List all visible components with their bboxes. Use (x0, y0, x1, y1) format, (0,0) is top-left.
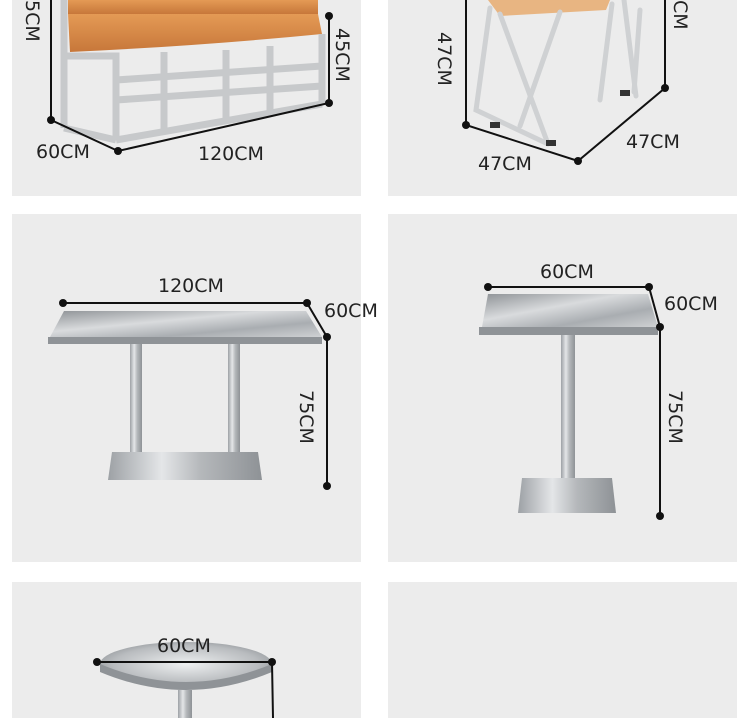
rect-table-base (108, 452, 262, 480)
dim-point (325, 99, 333, 107)
square-table-width-label: 60CM (540, 261, 594, 283)
bench-illustration: 60CM 120CM 45CM 5CM (21, 0, 353, 165)
dim-point (661, 84, 669, 92)
bench-seat (68, 14, 322, 52)
dim-point (574, 157, 582, 165)
dim-point (323, 482, 331, 490)
chair-frame (473, 0, 643, 147)
dim-point (325, 12, 333, 20)
dim-point (484, 283, 492, 291)
chair-height-label: 47CM (433, 32, 455, 86)
dim-point (47, 116, 55, 124)
dim-point (656, 512, 664, 520)
rect-table-leg (130, 344, 142, 456)
chair-foot (620, 90, 630, 96)
square-table-illustration: 60CM 60CM 75CM (479, 261, 718, 520)
dim-point (323, 333, 331, 341)
rect-table-top (50, 311, 322, 337)
dim-point (462, 121, 470, 129)
chair-seat (488, 0, 610, 16)
round-table-diameter-label: 60CM (157, 635, 211, 657)
dim-point (59, 299, 67, 307)
square-table-dimension-lines (488, 286, 661, 516)
bench-depth-label: 60CM (36, 141, 90, 163)
round-table-illustration: 60CM (93, 635, 276, 718)
bench-total-height-label: 5CM (21, 0, 43, 42)
square-table-depth-label: 60CM (664, 293, 718, 315)
dim-point (303, 299, 311, 307)
chair-foot (490, 122, 500, 128)
bench-seat-height-label: 45CM (331, 28, 353, 82)
rect-table-illustration: 120CM 60CM 75CM (48, 275, 378, 490)
chair-width-label: 47CM (626, 131, 680, 153)
square-table-leg (561, 335, 575, 483)
panel-folding-chair (388, 0, 737, 196)
dim-point (268, 658, 276, 666)
rect-table-width-label: 120CM (158, 275, 224, 297)
rect-table-depth-label: 60CM (324, 300, 378, 322)
dim-point (645, 283, 653, 291)
chair-depth-label: 47CM (478, 153, 532, 175)
dim-point (93, 658, 101, 666)
rect-table-leg (228, 344, 240, 456)
round-table-leg (178, 690, 192, 718)
chair-top-height-label: CM (669, 0, 691, 30)
square-table-height-label: 75CM (664, 390, 686, 444)
rect-table-height-label: 75CM (295, 390, 317, 444)
dim-point (656, 323, 664, 331)
round-table-top (100, 642, 272, 686)
dim-point (114, 147, 122, 155)
rect-table-edge (48, 337, 322, 344)
round-table-edge (100, 664, 272, 690)
square-table-edge (479, 327, 658, 335)
chair-foot (546, 140, 556, 146)
folding-chair-illustration: 47CM 47CM 47CM CM (433, 0, 691, 175)
square-table-base (518, 478, 616, 513)
rect-table-dimension-lines (63, 302, 328, 486)
square-table-top (482, 294, 658, 327)
bench-width-label: 120CM (198, 143, 264, 165)
panel-rect-table (12, 214, 361, 562)
bench-frame (60, 0, 326, 144)
panel-empty (388, 582, 737, 718)
bench-backrest (68, 0, 318, 14)
